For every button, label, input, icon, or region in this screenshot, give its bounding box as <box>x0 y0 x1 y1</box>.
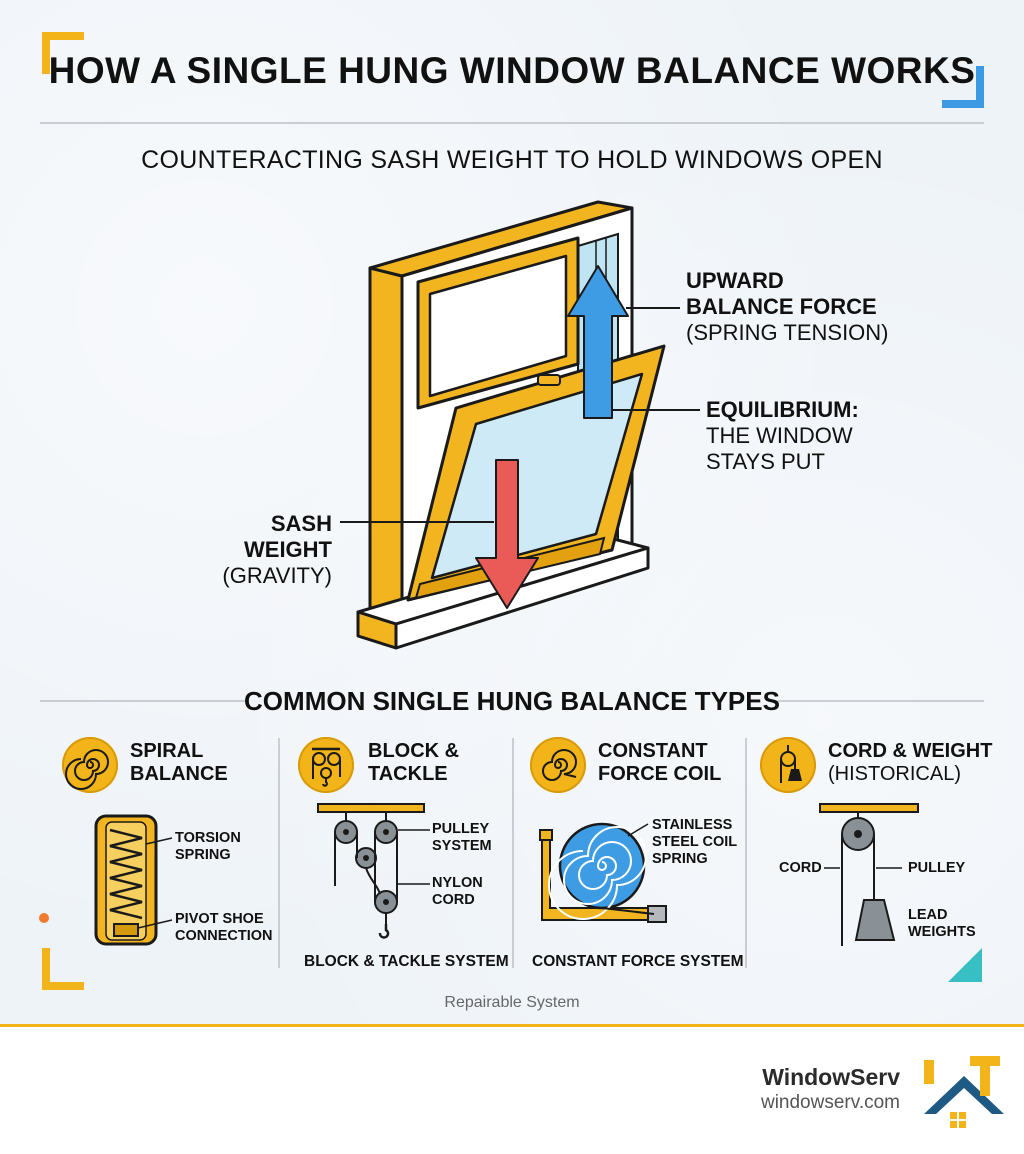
sash-weight-label: SASH WEIGHT (GRAVITY) <box>222 511 332 588</box>
sash-lock <box>537 374 561 386</box>
constant-force-caption: CONSTANT FORCE SYSTEM <box>532 953 744 970</box>
corner-accent-top-left <box>42 32 84 74</box>
block-tackle-caption: BLOCK & TACKLE SYSTEM <box>304 953 509 970</box>
spiral-icon <box>62 737 118 793</box>
footer-divider <box>0 1024 1024 1027</box>
corner-accent-bottom-left <box>42 948 84 990</box>
corner-accent-top-right <box>942 66 984 108</box>
coil-icon <box>530 737 586 793</box>
frame-left-side <box>368 266 404 640</box>
torsion-spring-coil <box>109 828 143 920</box>
sill-edge <box>394 546 650 650</box>
section-divider-right <box>778 700 984 702</box>
block-tackle-title: BLOCK &TACKLE <box>368 740 460 785</box>
pulley-weight-icon <box>760 737 816 793</box>
lead-weight <box>854 899 896 941</box>
torsion-leader <box>145 837 173 845</box>
page-title: HOW A SINGLE HUNG WINDOW BALANCE WORKS <box>48 50 976 91</box>
brand-url: windowserv.com <box>760 1092 900 1113</box>
brand-block: WindowServ windowserv.com <box>761 1064 900 1115</box>
pivot-leader <box>137 919 173 929</box>
section-divider-left <box>40 700 246 702</box>
mount-bar <box>819 803 919 813</box>
balance-types-title: COMMON SINGLE HUNG BALANCE TYPES <box>244 686 780 716</box>
footer-caption: Repairable System <box>444 994 580 1011</box>
cord-label: CORD <box>779 860 822 876</box>
orange-dot <box>39 913 49 923</box>
brand-name: WindowServ <box>762 1064 900 1090</box>
coil-leader <box>627 823 649 837</box>
hook <box>378 924 390 939</box>
pulley-label: PULLEY <box>908 860 966 876</box>
constant-force-illustration <box>539 822 667 923</box>
column-separator <box>278 738 280 968</box>
corner-accent-bottom-right <box>948 948 982 982</box>
windowserv-logo-icon <box>924 1056 1004 1128</box>
column-separator <box>512 738 514 968</box>
cord-weight-illustration <box>819 803 919 946</box>
column-separator <box>745 738 747 968</box>
cord-weight-title: CORD & WEIGHT(HISTORICAL) <box>828 740 993 785</box>
upward-force-label: UPWARD BALANCE FORCE (SPRING TENSION) <box>686 268 889 345</box>
upper-sash-glass <box>428 254 568 398</box>
pivot-shoe <box>113 923 139 937</box>
page-subtitle: COUNTERACTING SASH WEIGHT TO HOLD WINDOW… <box>141 146 883 174</box>
equilibrium-label: EQUILIBRIUM: THE WINDOW STAYS PUT <box>706 397 859 474</box>
spiral-balance-illustration <box>94 814 173 946</box>
mount-bar <box>317 803 425 813</box>
block-tackle-illustration <box>317 803 430 939</box>
gravity-arrow <box>475 459 539 609</box>
window-diagram <box>340 200 700 650</box>
upward-force-arrow <box>567 265 629 419</box>
title-divider <box>40 122 984 124</box>
pulley-icon <box>298 737 354 793</box>
